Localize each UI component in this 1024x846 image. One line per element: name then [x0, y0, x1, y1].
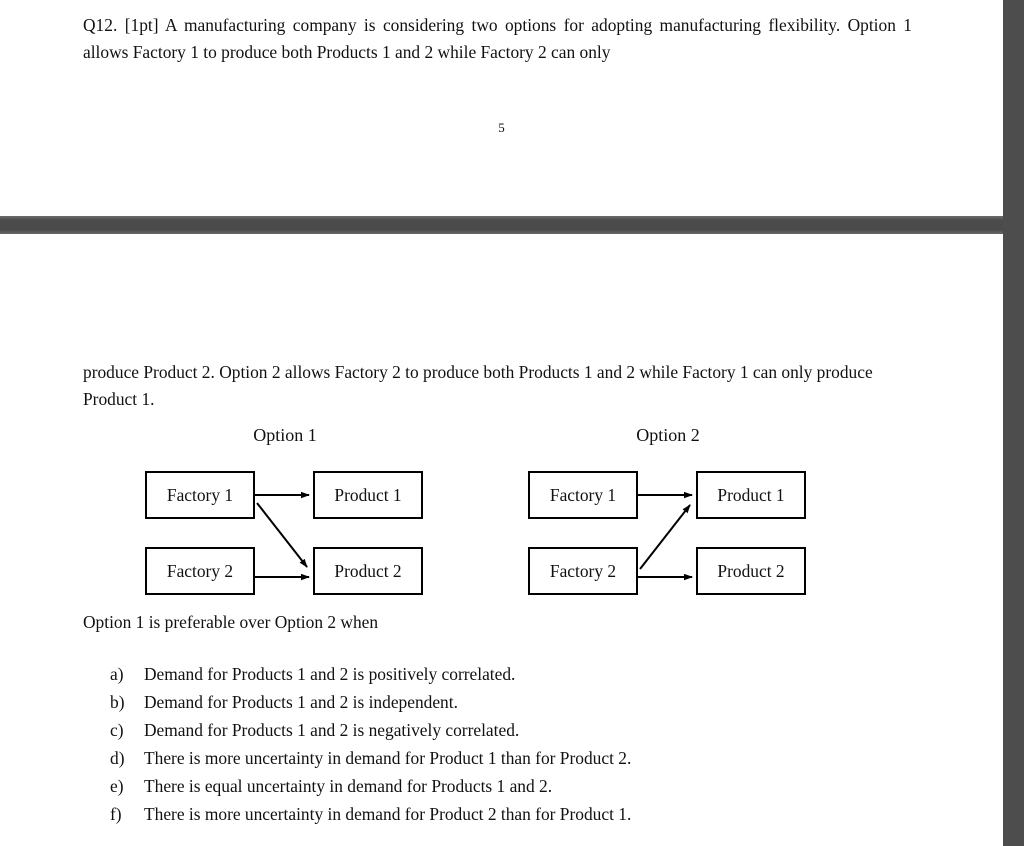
node-product-2-option-1: Product 2: [313, 547, 423, 595]
answer-option-c[interactable]: c) Demand for Products 1 and 2 is negati…: [110, 720, 870, 748]
answer-option-b[interactable]: b) Demand for Products 1 and 2 is indepe…: [110, 692, 870, 720]
preferable-statement: Option 1 is preferable over Option 2 whe…: [83, 612, 379, 632]
answer-option-text: Demand for Products 1 and 2 is positivel…: [144, 664, 516, 684]
scanned-page-bottom: [0, 234, 1003, 846]
answer-option-letter: a): [110, 664, 124, 684]
answer-option-e[interactable]: e) There is equal uncertainty in demand …: [110, 776, 870, 804]
node-product-2-option-2: Product 2: [696, 547, 806, 595]
answer-option-a[interactable]: a) Demand for Products 1 and 2 is positi…: [110, 664, 870, 692]
answer-option-text: Demand for Products 1 and 2 is independe…: [144, 692, 458, 712]
answer-option-f[interactable]: f) There is more uncertainty in demand f…: [110, 804, 870, 832]
node-factory-2-option-2: Factory 2: [528, 547, 638, 595]
node-product-1-option-2: Product 1: [696, 471, 806, 519]
diagram-title-option-2: Option 2: [636, 425, 700, 445]
answer-options-list: a) Demand for Products 1 and 2 is positi…: [110, 664, 870, 832]
answer-option-text: Demand for Products 1 and 2 is negativel…: [144, 720, 520, 740]
question-continued-paragraph: produce Product 2. Option 2 allows Facto…: [83, 362, 873, 409]
answer-option-text: There is equal uncertainty in demand for…: [144, 776, 553, 796]
flexibility-diagram-option-1: Option 1 Factory 1 Factory 2 Product 1 P…: [85, 425, 485, 605]
answer-option-letter: f): [110, 804, 122, 824]
node-product-1-option-1: Product 1: [313, 471, 423, 519]
page-number: 5: [498, 120, 505, 135]
answer-option-text: There is more uncertainty in demand for …: [144, 748, 632, 768]
answer-option-letter: b): [110, 692, 125, 712]
flexibility-diagram-option-2: Option 2 Factory 1 Factory 2 Product 1 P…: [468, 425, 868, 605]
page-separator-band: [0, 216, 1024, 235]
node-factory-1-option-2: Factory 1: [528, 471, 638, 519]
answer-option-d[interactable]: d) There is more uncertainty in demand f…: [110, 748, 870, 776]
answer-option-letter: d): [110, 748, 125, 768]
node-factory-1-option-1: Factory 1: [145, 471, 255, 519]
answer-option-letter: e): [110, 776, 124, 796]
diagram-title-option-1: Option 1: [253, 425, 317, 445]
node-factory-2-option-1: Factory 2: [145, 547, 255, 595]
scanned-page-top: Q12. [1pt] A manufacturing company is co…: [0, 0, 1003, 217]
answer-option-text: There is more uncertainty in demand for …: [144, 804, 632, 824]
viewer-right-gutter: [1003, 0, 1024, 846]
question-intro-paragraph: Q12. [1pt] A manufacturing company is co…: [83, 15, 912, 62]
answer-option-letter: c): [110, 720, 124, 740]
